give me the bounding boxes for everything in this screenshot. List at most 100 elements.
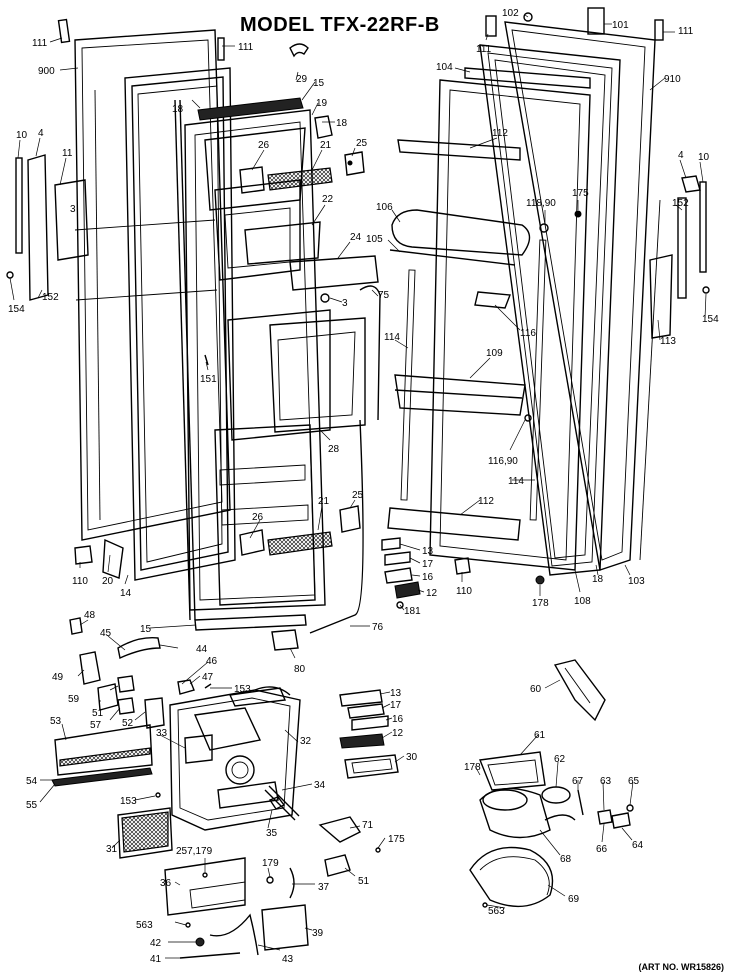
callout-14: 14 bbox=[120, 588, 132, 599]
callout-61: 61 bbox=[534, 730, 546, 741]
callout-153-top: 153 bbox=[234, 684, 251, 695]
callout-55: 55 bbox=[26, 800, 38, 811]
callout-68: 68 bbox=[560, 854, 572, 865]
callout-41: 41 bbox=[150, 954, 162, 965]
callout-175-top: 175 bbox=[572, 188, 589, 199]
callout-13-top: 13 bbox=[422, 546, 434, 557]
callout-910: 910 bbox=[664, 74, 681, 85]
callout-153-bot: 153 bbox=[120, 796, 137, 807]
callout-52: 52 bbox=[122, 718, 134, 729]
callout-111-rt: 111 bbox=[476, 44, 492, 55]
callout-110-l: 110 bbox=[72, 576, 88, 587]
callout-108: 108 bbox=[574, 596, 591, 607]
callout-152-r: 152 bbox=[672, 198, 689, 209]
callout-563-l: 563 bbox=[136, 920, 153, 931]
callout-112-top: 112 bbox=[492, 128, 508, 139]
fresh-food-door-gasket bbox=[479, 44, 621, 576]
callout-16-top: 16 bbox=[422, 572, 434, 583]
callout-106: 106 bbox=[376, 202, 393, 213]
callout-13-bot: 13 bbox=[390, 688, 402, 699]
callout-80: 80 bbox=[294, 664, 306, 675]
callout-71: 71 bbox=[362, 820, 374, 831]
callout-181: 181 bbox=[404, 606, 421, 617]
callout-111-r: 111 bbox=[678, 26, 694, 37]
callout-43: 43 bbox=[282, 954, 294, 965]
callout-118-90: 118,90 bbox=[526, 198, 556, 209]
callout-24: 24 bbox=[350, 232, 362, 243]
callout-154-l: 154 bbox=[8, 304, 25, 315]
callout-49: 49 bbox=[52, 672, 64, 683]
callout-62: 62 bbox=[554, 754, 566, 765]
callout-111-l: 111 bbox=[32, 38, 48, 49]
callout-60: 60 bbox=[530, 684, 542, 695]
callout-3-l: 3 bbox=[70, 204, 76, 215]
callout-66: 66 bbox=[596, 844, 608, 855]
callout-65: 65 bbox=[628, 776, 640, 787]
callout-113: 113 bbox=[660, 336, 676, 347]
callout-30: 30 bbox=[406, 752, 418, 763]
callout-17-top: 17 bbox=[422, 559, 434, 570]
art-number: (ART NO. WR15826) bbox=[638, 962, 724, 972]
callout-11: 11 bbox=[62, 148, 73, 159]
callout-32: 32 bbox=[300, 736, 312, 747]
callout-26-bot: 26 bbox=[252, 512, 264, 523]
callout-45: 45 bbox=[100, 628, 112, 639]
callout-44: 44 bbox=[196, 644, 208, 655]
callout-17-bot: 17 bbox=[390, 700, 402, 711]
callout-104: 104 bbox=[436, 62, 453, 73]
callout-151: 151 bbox=[200, 374, 217, 385]
callout-21-bot: 21 bbox=[318, 496, 330, 507]
callout-57: 57 bbox=[90, 720, 102, 731]
callout-175-bot: 175 bbox=[388, 834, 405, 845]
callout-35: 35 bbox=[266, 828, 278, 839]
callout-51-r: 51 bbox=[358, 876, 370, 887]
callout-101: 101 bbox=[612, 20, 629, 31]
callout-20: 20 bbox=[102, 576, 114, 587]
callout-15-top: 15 bbox=[313, 78, 325, 89]
callout-18-l: 18 bbox=[172, 104, 184, 115]
callout-31: 31 bbox=[106, 844, 118, 855]
callout-116: 116 bbox=[520, 328, 536, 339]
callout-12-top: 12 bbox=[426, 588, 438, 599]
callout-112-bot: 112 bbox=[478, 496, 494, 507]
callout-75: 75 bbox=[378, 290, 390, 301]
freezer-door-shelves bbox=[204, 127, 379, 606]
callout-105: 105 bbox=[366, 234, 383, 245]
callout-18-r: 18 bbox=[592, 574, 604, 585]
callout-116-90: 116,90 bbox=[488, 456, 518, 467]
leader-lines bbox=[9, 14, 707, 959]
callout-114-r: 114 bbox=[508, 476, 524, 487]
callout-69: 69 bbox=[568, 894, 580, 905]
callout-10-l: 10 bbox=[16, 130, 28, 141]
fresh-food-door-small-parts bbox=[381, 7, 710, 609]
callout-900: 900 bbox=[38, 66, 55, 77]
freezer-door-outer-panel bbox=[74, 29, 231, 541]
fresh-food-door-outer-panel bbox=[504, 21, 661, 571]
callout-54: 54 bbox=[26, 776, 38, 787]
callout-25-bot: 25 bbox=[352, 490, 364, 501]
callout-4-r: 4 bbox=[678, 150, 684, 161]
callout-28: 28 bbox=[328, 444, 340, 455]
freezer-door-liner bbox=[174, 99, 326, 621]
callout-37: 37 bbox=[318, 882, 330, 893]
callout-47: 47 bbox=[202, 672, 214, 683]
callout-563-r: 563 bbox=[488, 906, 505, 917]
callout-48: 48 bbox=[84, 610, 96, 621]
callout-3-m: 3 bbox=[342, 298, 348, 309]
callout-154-r: 154 bbox=[702, 314, 719, 325]
callout-257-179: 257,179 bbox=[176, 846, 213, 857]
callout-110-r: 110 bbox=[456, 586, 472, 597]
callout-22: 22 bbox=[322, 194, 334, 205]
callout-63: 63 bbox=[600, 776, 612, 787]
freezer-door-gasket bbox=[124, 67, 236, 581]
callout-51-l: 51 bbox=[92, 708, 104, 719]
callout-152-l: 152 bbox=[42, 292, 59, 303]
callout-15-bot: 15 bbox=[140, 624, 152, 635]
callout-4-l: 4 bbox=[38, 128, 44, 139]
callout-114-l: 114 bbox=[384, 332, 400, 343]
callout-33: 33 bbox=[156, 728, 168, 739]
callout-12-bot: 12 bbox=[392, 728, 404, 739]
callout-53: 53 bbox=[50, 716, 62, 727]
